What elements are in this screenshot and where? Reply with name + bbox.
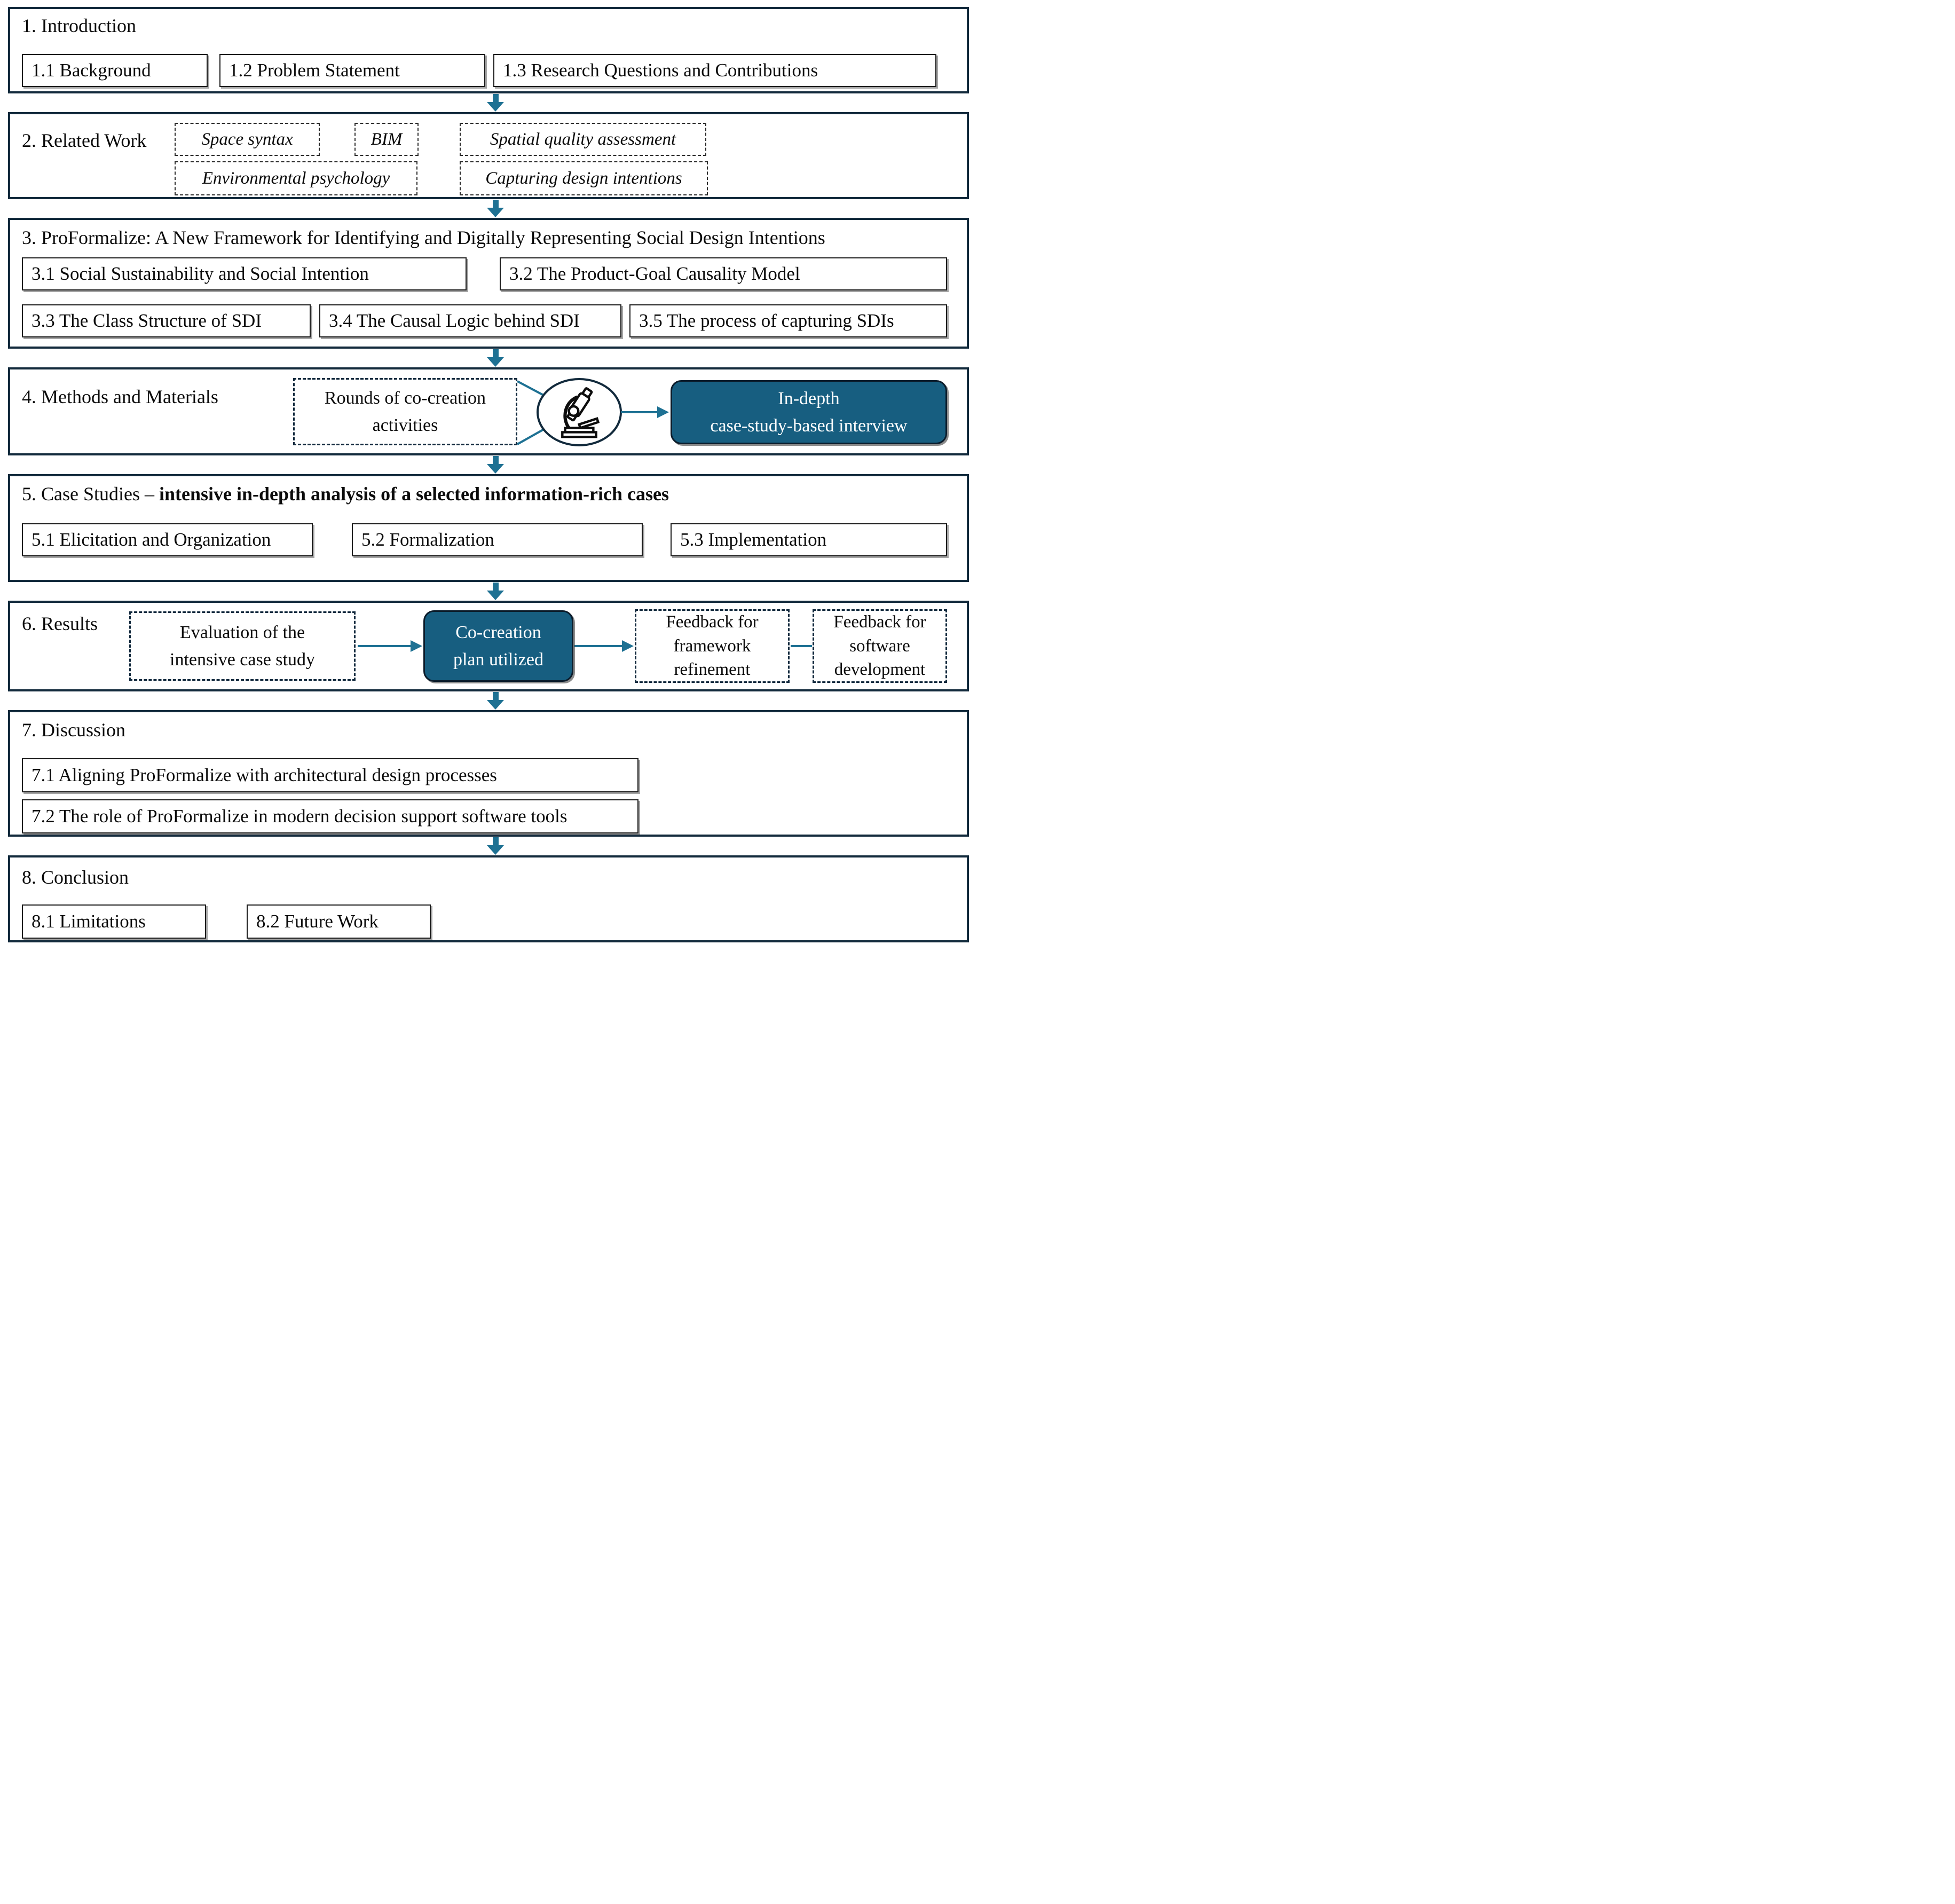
topic-environmental-psychology: Environmental psychology (175, 161, 417, 195)
feedback-framework-line-1: Feedback for (666, 612, 759, 632)
box-3-5-capturing-sdis: 3.5 The process of capturing SDIs (629, 304, 947, 337)
evaluation-line-2: intensive case study (170, 650, 315, 670)
section-3-title: 3. ProFormalize: A New Framework for Ide… (22, 227, 825, 248)
box-3-1-social-sustainability: 3.1 Social Sustainability and Social Int… (22, 257, 467, 290)
microscope-icon (561, 387, 600, 438)
interview-line-2: case-study-based interview (710, 416, 908, 436)
co-creation-line-1: Co-creation (455, 623, 541, 642)
feedback-framework-line-3: refinement (674, 660, 751, 680)
section-6-title: 6. Results (22, 613, 98, 634)
arrow-head-icon (411, 640, 422, 652)
section-4-title: 4. Methods and Materials (22, 386, 218, 407)
flow-arrow-down-icon (487, 456, 504, 474)
section-5-title: 5. Case Studies – intensive in-depth ana… (22, 483, 669, 505)
section-7-title: 7. Discussion (22, 719, 126, 741)
flow-arrow-down-icon (487, 837, 504, 855)
topic-bim: BIM (354, 123, 419, 156)
section-4-methods: 4. Methods and Materials (8, 367, 969, 455)
box-8-2-future-work: 8.2 Future Work (247, 904, 431, 939)
feedback-framework-line-2: framework (673, 636, 751, 656)
flow-arrow-down-icon (487, 692, 504, 710)
topic-space-syntax: Space syntax (175, 123, 320, 156)
box-8-1-limitations: 8.1 Limitations (22, 904, 206, 939)
co-creation-line-2: plan utilized (453, 650, 543, 670)
interview-line-1: In-depth (778, 389, 840, 408)
section-5-case-studies: 5. Case Studies – intensive in-depth ana… (8, 474, 969, 582)
feedback-software-line-2: software (849, 636, 910, 656)
section-1-title: 1. Introduction (22, 15, 136, 36)
box-5-2-formalization: 5.2 Formalization (352, 523, 643, 556)
box-5-1-elicitation: 5.1 Elicitation and Organization (22, 523, 313, 556)
box-7-1-aligning: 7.1 Aligning ProFormalize with architect… (22, 758, 638, 792)
box-1-1-background: 1.1 Background (22, 54, 208, 87)
box-3-2-product-goal-causality: 3.2 The Product-Goal Causality Model (500, 257, 947, 290)
section-5-title-regular: 5. Case Studies – (22, 483, 159, 505)
section-3-proformalize: 3. ProFormalize: A New Framework for Ide… (8, 218, 969, 349)
in-depth-interview-box: In-depth case-study-based interview (671, 380, 947, 444)
rounds-line-1: Rounds of co-creation (324, 388, 486, 408)
section-8-title: 8. Conclusion (22, 867, 129, 888)
flow-arrow-down-icon (487, 94, 504, 112)
results-connectors (358, 640, 812, 652)
arrow-head-icon (622, 640, 634, 652)
evaluation-case-study-box: Evaluation of the intensive case study (129, 611, 356, 681)
evaluation-line-1: Evaluation of the (179, 623, 305, 642)
section-2-related-work: 2. Related Work Space syntax BIM Spatial… (8, 112, 969, 199)
box-1-3-research-questions: 1.3 Research Questions and Contributions (493, 54, 936, 87)
box-1-2-problem-statement: 1.2 Problem Statement (219, 54, 485, 87)
feedback-software-line-3: development (834, 660, 926, 680)
box-7-2-role: 7.2 The role of ProFormalize in modern d… (22, 799, 638, 833)
section-6-results: 6. Results Evaluation of the intensive c… (8, 601, 969, 691)
topic-spatial-quality: Spatial quality assessment (460, 123, 706, 156)
arrow-head-icon (657, 406, 669, 418)
box-3-4-causal-logic: 3.4 The Causal Logic behind SDI (319, 304, 621, 337)
rounds-line-2: activities (372, 415, 438, 435)
section-7-discussion: 7. Discussion 7.1 Aligning ProFormalize … (8, 710, 969, 837)
co-creation-plan-box: Co-creation plan utilized (423, 610, 573, 682)
flow-arrow-down-icon (487, 583, 504, 600)
flow-arrow-down-icon (487, 200, 504, 217)
flow-arrow-down-icon (487, 349, 504, 367)
topic-capturing-design-intentions: Capturing design intentions (460, 161, 708, 195)
rounds-co-creation-box: Rounds of co-creation activities (293, 378, 517, 445)
section-1-introduction: 1. Introduction 1.1 Background 1.2 Probl… (8, 7, 969, 93)
methods-connectors (517, 378, 669, 446)
feedback-framework-box: Feedback for framework refinement (635, 609, 790, 683)
box-3-3-class-structure: 3.3 The Class Structure of SDI (22, 304, 311, 337)
paper-structure-diagram: 1. Introduction 1.1 Background 1.2 Probl… (0, 0, 978, 952)
box-5-3-implementation: 5.3 Implementation (671, 523, 947, 556)
section-2-title: 2. Related Work (22, 130, 147, 151)
section-8-conclusion: 8. Conclusion 8.1 Limitations 8.2 Future… (8, 855, 969, 942)
section-5-title-bold: intensive in-depth analysis of a selecte… (159, 483, 669, 505)
feedback-software-line-1: Feedback for (833, 612, 926, 632)
feedback-software-box: Feedback for software development (813, 609, 947, 683)
